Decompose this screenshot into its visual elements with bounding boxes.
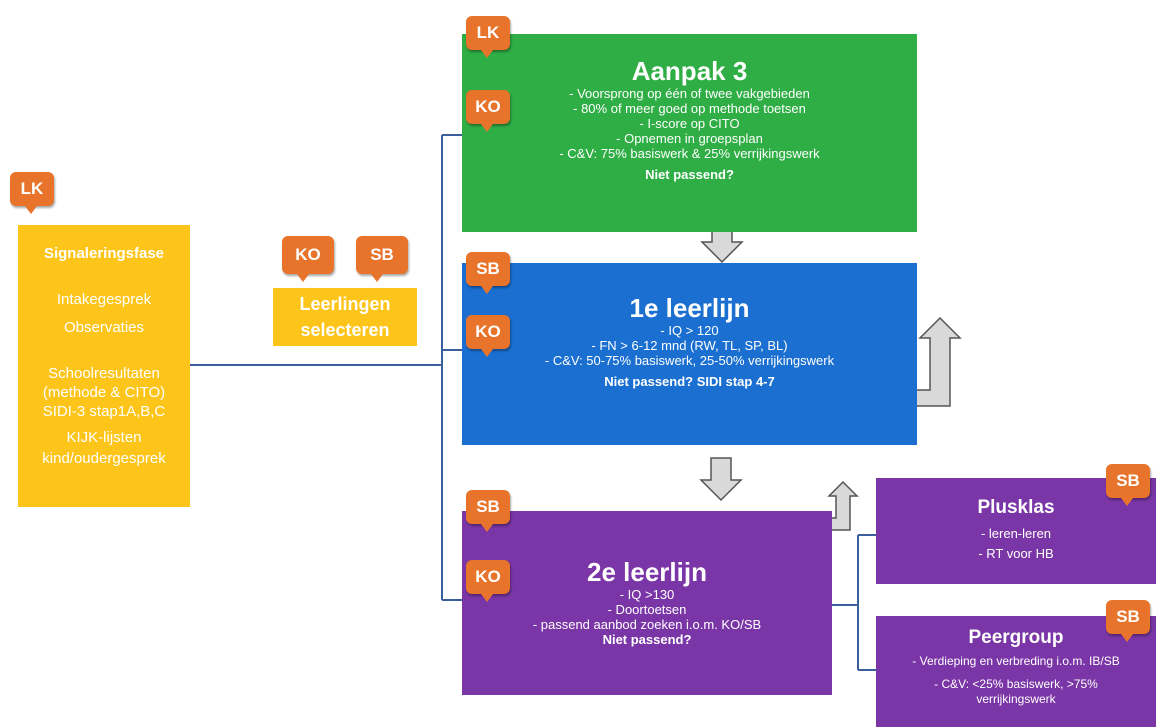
signalering-box: Signaleringsfase Intakegesprek Observati…: [18, 225, 190, 507]
plusklas-line: - RT voor HB: [978, 546, 1054, 561]
signalering-item: Observaties: [63, 319, 145, 336]
leerlijn2-line: - IQ >130: [619, 587, 675, 602]
leerlijn1-line: - IQ > 120: [660, 323, 719, 338]
tag-ko: KO: [466, 315, 510, 357]
plusklas-title: Plusklas: [977, 497, 1055, 518]
signalering-item: Intakegesprek: [56, 291, 152, 308]
selecteren-box: Leerlingen selecteren: [273, 288, 417, 346]
leerlijn2-title: 2e leerlijn: [587, 557, 707, 587]
peergroup-line: - Verdieping en verbreding i.o.m. IB/SB: [912, 654, 1120, 668]
plusklas-line: - leren-leren: [980, 526, 1052, 541]
leerlijn1-footer: Niet passend? SIDI stap 4-7: [604, 374, 775, 389]
signalering-item: Schoolresultaten: [48, 365, 160, 382]
aanpak3-line: - C&V: 75% basiswerk & 25% verrijkingswe…: [559, 146, 820, 161]
tag-sb: SB: [466, 490, 510, 532]
peergroup-line: - C&V: <25% basiswerk, >75%: [934, 677, 1098, 691]
signalering-item: kind/oudergesprek: [42, 450, 166, 467]
selecteren-line2: selecteren: [300, 320, 390, 340]
tag-lk: LK: [10, 172, 54, 214]
aanpak3-title: Aanpak 3: [631, 56, 748, 86]
aanpak3-box: Aanpak 3 - Voorsprong op één of twee vak…: [462, 34, 917, 232]
aanpak3-line: - Voorsprong op één of twee vakgebieden: [569, 86, 810, 101]
tag-ko: KO: [282, 236, 334, 282]
tag-ko: KO: [466, 560, 510, 602]
tag-sb: SB: [1106, 464, 1150, 506]
aanpak3-footer: Niet passend?: [645, 167, 734, 182]
leerlijn2-box: 2e leerlijn - IQ >130 - Doortoetsen - pa…: [462, 511, 832, 695]
tag-ko: KO: [466, 90, 510, 132]
plusklas-box: Plusklas - leren-leren - RT voor HB: [876, 478, 1156, 584]
leerlijn1-line: - FN > 6-12 mnd (RW, TL, SP, BL): [591, 338, 788, 353]
leerlijn1-box: 1e leerlijn - IQ > 120 - FN > 6-12 mnd (…: [462, 263, 917, 445]
tag-sb: SB: [1106, 600, 1150, 642]
aanpak3-line: - 80% of meer goed op methode toetsen: [573, 101, 806, 116]
leerlijn2-line: - Doortoetsen: [607, 602, 687, 617]
aanpak3-line: - Opnemen in groepsplan: [616, 131, 763, 146]
leerlijn1-line: - C&V: 50-75% basiswerk, 25-50% verrijki…: [544, 353, 835, 368]
signalering-title: Signaleringsfase: [43, 245, 165, 262]
leerlijn2-footer: Niet passend?: [602, 632, 692, 647]
leerlijn1-title: 1e leerlijn: [629, 293, 750, 323]
peergroup-box: Peergroup - Verdieping en verbreding i.o…: [876, 616, 1156, 727]
signalering-item: KIJK-lijsten: [66, 429, 142, 446]
peergroup-line: verrijkingswerk: [976, 692, 1056, 706]
bent-up-arrow-icon: [901, 316, 962, 407]
signalering-item: SIDI-3 stap1A,B,C: [42, 403, 166, 420]
signalering-item: (methode & CITO): [42, 384, 166, 401]
leerlijn2-line: - passend aanbod zoeken i.o.m. KO/SB: [532, 617, 762, 632]
down-arrow-icon: [699, 457, 743, 502]
tag-lk: LK: [466, 16, 510, 58]
selecteren-line1: Leerlingen: [299, 294, 391, 314]
peergroup-title: Peergroup: [968, 627, 1064, 648]
tag-sb: SB: [466, 252, 510, 294]
aanpak3-line: - I-score op CITO: [639, 116, 740, 131]
tag-sb: SB: [356, 236, 408, 282]
